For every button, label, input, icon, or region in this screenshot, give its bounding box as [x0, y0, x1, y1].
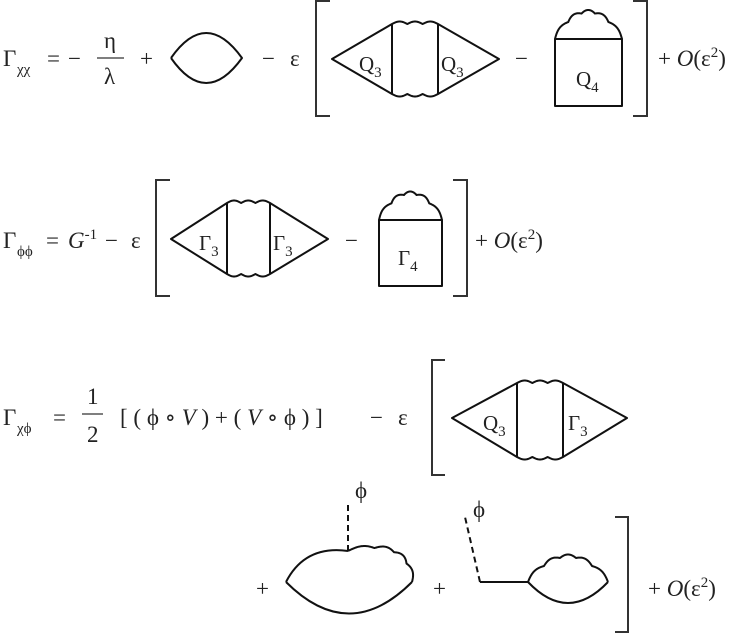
dashed-external-leg	[464, 516, 481, 583]
left-bracket	[315, 0, 330, 117]
plus-sign: +	[140, 46, 153, 71]
bubble-loop	[170, 32, 243, 84]
phi-label: ϕ	[355, 478, 367, 503]
four-point-box	[554, 38, 623, 107]
lhs-subscript: χχ	[16, 62, 31, 78]
commutator-expression: [ ( ϕ ∘ V ) + ( V ∘ ϕ ) ]	[120, 405, 323, 430]
equals-sign: =	[46, 228, 59, 253]
lhs-symbol: Γ	[3, 46, 16, 71]
wavy-propagator	[527, 553, 609, 583]
wavy-propagator-top	[391, 20, 439, 25]
vertex-label: Γ3	[199, 231, 219, 260]
box-label: Γ4	[398, 246, 418, 275]
left-bracket	[431, 359, 445, 476]
epsilon: ε	[290, 46, 300, 71]
epsilon: ε	[398, 405, 408, 430]
vertex-label: Q3	[441, 52, 464, 81]
wavy-propagator-bottom	[391, 93, 439, 98]
order-term: + O(ε2)	[648, 575, 716, 601]
vertex-triangles	[170, 202, 329, 275]
wavy-propagator-top	[516, 379, 564, 384]
phi-label: ϕ	[473, 497, 485, 522]
propagator-inverse: G-1	[68, 227, 97, 253]
equals-sign: =	[53, 405, 66, 430]
equals-sign: =	[47, 46, 60, 71]
vertex-label: Q3	[483, 411, 506, 440]
minus-sign: −	[262, 46, 275, 71]
minus-sign: −	[68, 46, 81, 71]
minus-sign: −	[105, 228, 118, 253]
epsilon: ε	[131, 228, 141, 253]
equation-gamma-chi-phi: Γ χϕ = 1 2 [ ( ϕ ∘ V ) + ( V ∘ ϕ ) ] − ε…	[3, 359, 716, 633]
plus-sign: +	[433, 576, 446, 601]
fraction-denominator: λ	[104, 64, 116, 89]
equation-gamma-phi-phi: Γ ϕϕ = G-1 − ε Γ3 Γ3 − Γ4 + O(ε2)	[3, 179, 543, 297]
wavy-loop	[554, 9, 623, 40]
loop-arcs	[285, 549, 413, 615]
fraction-numerator: η	[104, 28, 116, 53]
lhs-symbol: Γ	[3, 405, 16, 430]
right-bracket	[615, 516, 629, 633]
wavy-propagator-bottom	[226, 273, 271, 278]
minus-sign: −	[345, 228, 358, 253]
box-label: Q4	[576, 67, 599, 96]
vertex-label: Q3	[359, 52, 382, 81]
order-term: + O(ε2)	[658, 45, 726, 71]
wavy-propagator	[347, 545, 415, 583]
order-term: + O(ε2)	[475, 227, 543, 253]
vertex-triangles	[451, 382, 628, 458]
vertex-label: Γ3	[568, 411, 588, 440]
minus-sign: −	[370, 405, 383, 430]
right-bracket	[633, 0, 648, 117]
wavy-loop	[378, 190, 443, 221]
wavy-propagator-bottom	[516, 456, 564, 461]
lhs-subscript: ϕϕ	[17, 244, 33, 260]
four-point-box	[378, 219, 443, 287]
wavy-propagator-top	[226, 199, 271, 204]
minus-sign: −	[515, 46, 528, 71]
loop-arc	[527, 581, 609, 604]
left-bracket	[155, 179, 170, 297]
equation-gamma-chi-chi: Γ χχ = − η λ + − ε Q3 Q3 − Q4 + O(ε2)	[3, 0, 726, 117]
vertex-label: Γ3	[273, 231, 293, 260]
vertex-triangles	[331, 23, 500, 95]
fraction-numerator: 1	[87, 384, 99, 409]
plus-sign: +	[256, 576, 269, 601]
lhs-subscript: χϕ	[16, 421, 32, 437]
lhs-symbol: Γ	[3, 228, 16, 253]
right-bracket	[453, 179, 468, 297]
fraction-denominator: 2	[87, 422, 99, 447]
